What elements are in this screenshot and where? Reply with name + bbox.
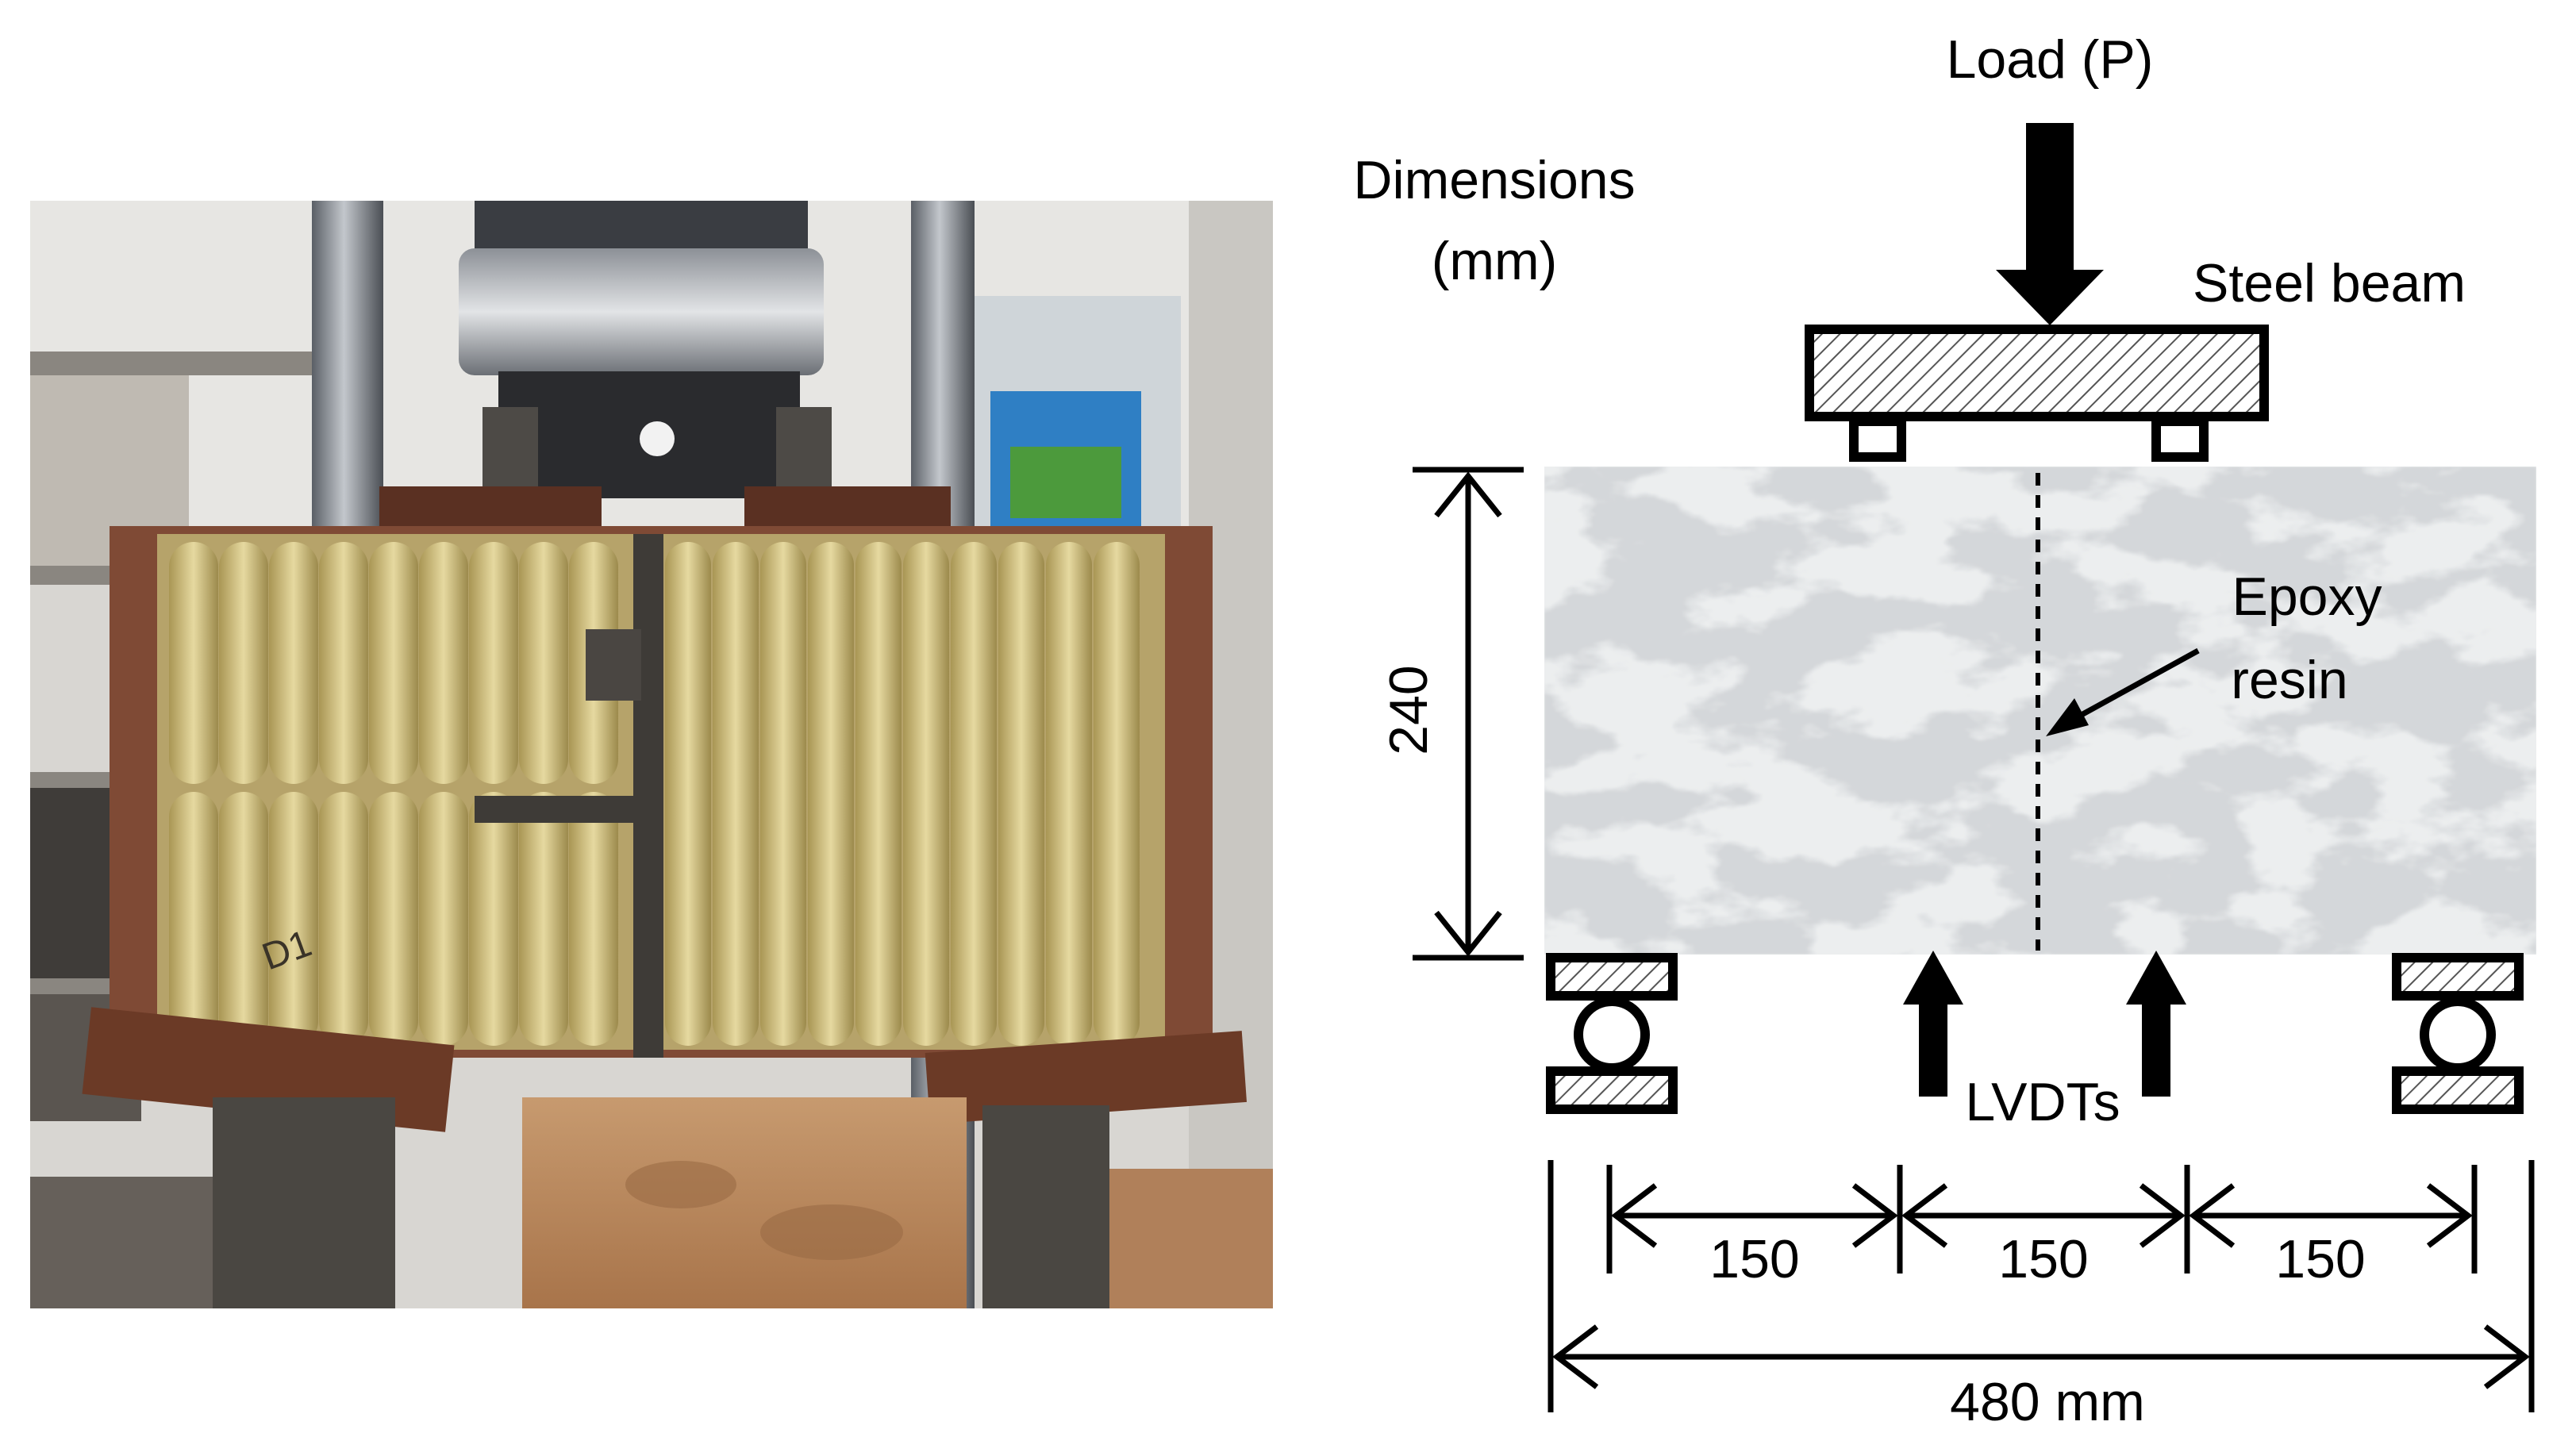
test-setup-photo: D1 xyxy=(30,201,1273,1308)
lvdt-arrow-right xyxy=(2126,951,2186,1097)
span-left-label: 150 xyxy=(1709,1229,1799,1289)
span-middle-label: 150 xyxy=(1998,1229,2088,1289)
lvdts-label: LVDTs xyxy=(1965,1072,2120,1132)
right-support xyxy=(2392,953,2524,1114)
load-label: Load (P) xyxy=(1947,29,2154,90)
left-support xyxy=(1546,953,1678,1114)
lvdt-arrow-left xyxy=(1903,951,1963,1097)
total-length-dimension xyxy=(1547,1160,2535,1412)
height-label: 240 xyxy=(1378,665,1439,755)
steel-beam-label: Steel beam xyxy=(2193,253,2466,313)
epoxy-leader-arrow xyxy=(2046,647,2200,736)
dimensions-unit-label: (mm) xyxy=(1432,231,1558,291)
steel-beam xyxy=(1805,325,2269,462)
height-dimension xyxy=(1413,467,1524,961)
dimensions-label: Dimensions xyxy=(1353,150,1635,210)
span-right-label: 150 xyxy=(2275,1229,2365,1289)
load-arrow xyxy=(1996,123,2104,325)
span-dimensions xyxy=(1606,1165,2478,1274)
epoxy-label: Epoxy xyxy=(2232,567,2382,627)
total-length-label: 480 mm xyxy=(1950,1372,2145,1432)
resin-label: resin xyxy=(2231,650,2347,710)
